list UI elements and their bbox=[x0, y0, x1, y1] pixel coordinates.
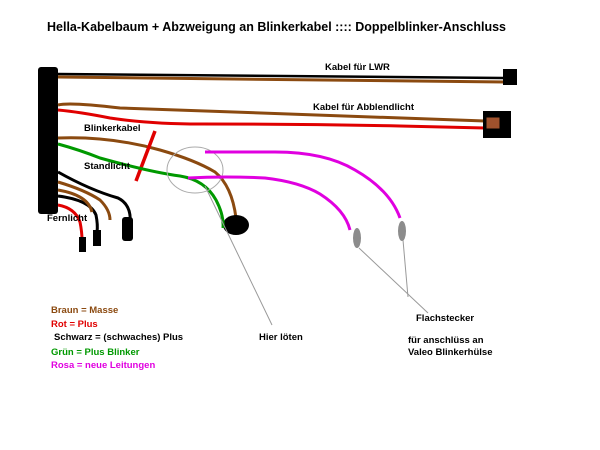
connector-block bbox=[38, 67, 58, 214]
label-flachstecker: Flachstecker bbox=[416, 313, 475, 324]
green-cable bbox=[57, 142, 225, 229]
pink-wire-2 bbox=[204, 150, 402, 219]
fernlicht-cable-black bbox=[57, 194, 99, 233]
legend-item-rot: Rot = Plus bbox=[51, 319, 98, 330]
fernlicht-cable-brown bbox=[57, 188, 94, 213]
fernlicht-plug-1 bbox=[93, 230, 101, 246]
pointer-flachstecker-2 bbox=[402, 239, 409, 298]
label-abblendlicht: Kabel für Abblendlicht bbox=[313, 102, 414, 113]
blinker-round-plug bbox=[223, 215, 249, 235]
legend-item-gruen: Grün = Plus Blinker bbox=[51, 347, 140, 358]
label-standlicht: Standlicht bbox=[84, 161, 130, 172]
label-valeo-line2: Valeo Blinkerhülse bbox=[408, 347, 493, 358]
flachstecker-2 bbox=[398, 221, 406, 241]
label-blinkerkabel: Blinkerkabel bbox=[84, 123, 141, 134]
abblend-plug-inner bbox=[485, 116, 501, 130]
flachstecker-1 bbox=[353, 228, 361, 248]
label-hier-loeten: Hier löten bbox=[259, 332, 303, 343]
label-fernlicht: Fernlicht bbox=[47, 213, 88, 224]
legend-item-schwarz: Schwarz = (schwaches) Plus bbox=[54, 332, 184, 343]
pink-wire-1 bbox=[187, 175, 352, 231]
lwr-cable-brown bbox=[57, 75, 506, 84]
abblend-cable-red bbox=[57, 108, 486, 130]
standlicht-cable-brown bbox=[57, 180, 112, 221]
label-lwr: Kabel für LWR bbox=[325, 62, 390, 73]
diagram-title: Hella-Kabelbaum + Abzweigung an Blinkerk… bbox=[47, 20, 506, 34]
standlicht-plug bbox=[122, 217, 133, 241]
legend-item-braun: Braun = Masse bbox=[51, 305, 119, 316]
legend-item-rosa: Rosa = neue Leitungen bbox=[51, 360, 156, 371]
pointer-flachstecker-1 bbox=[358, 247, 429, 314]
cut-mark bbox=[134, 130, 157, 182]
abblend-cable-brown bbox=[57, 102, 486, 123]
lwr-cable-black bbox=[57, 72, 504, 80]
splice-circle bbox=[166, 146, 224, 194]
lwr-plug bbox=[503, 69, 517, 85]
standlicht-cable-black bbox=[57, 170, 132, 225]
fernlicht-cable-red bbox=[57, 203, 84, 241]
blinker-cable-brown bbox=[57, 136, 238, 219]
fernlicht-plug-2 bbox=[79, 237, 86, 252]
label-valeo-line1: für anschlüss an bbox=[408, 335, 484, 346]
pointer-hier-loeten bbox=[204, 185, 273, 326]
